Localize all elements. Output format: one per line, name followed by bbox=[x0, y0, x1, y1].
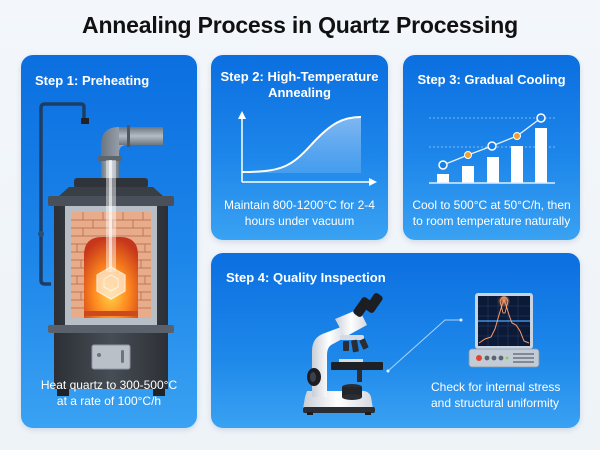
oscilloscope-monitor-icon bbox=[468, 293, 540, 368]
step-2-desc-line2: hours under vacuum bbox=[244, 214, 355, 228]
step-1-description: Heat quartz to 300-500°C at a rate of 10… bbox=[21, 377, 197, 409]
step-1-desc-line2: at a rate of 100°C/h bbox=[56, 394, 162, 408]
step-3-description: Cool to 500°C at 50°C/h, then to room te… bbox=[403, 197, 580, 229]
step-4-description: Check for internal stress and structural… bbox=[431, 379, 566, 411]
step-1-desc-line1: Heat quartz to 300-500°C bbox=[40, 378, 178, 392]
s-curve-chart-icon bbox=[238, 111, 377, 186]
step-2-title: Step 2: High-Temperature Annealing bbox=[211, 69, 388, 101]
furnace-icon bbox=[38, 102, 174, 396]
microscope-icon bbox=[303, 293, 383, 415]
step-3-desc-line2: to room temperature naturally bbox=[412, 214, 571, 228]
step-4-title: Step 4: Quality Inspection bbox=[226, 270, 386, 285]
step-2-desc-line1: Maintain 800-1200°C for 2-4 bbox=[224, 198, 375, 212]
step-1-title: Step 1: Preheating bbox=[35, 73, 150, 88]
step-4-desc-line1: Check for internal stress bbox=[431, 380, 561, 394]
step-3-title: Step 3: Gradual Cooling bbox=[417, 72, 566, 87]
step-1-card: Step 1: Preheating bbox=[21, 55, 197, 428]
step-2-description: Maintain 800-1200°C for 2-4 hours under … bbox=[211, 197, 388, 229]
step-2-title-line2: Annealing bbox=[268, 85, 331, 100]
step-3-desc-line1: Cool to 500°C at 50°C/h, then bbox=[412, 198, 571, 212]
step-4-desc-line2: and structural uniformity bbox=[431, 396, 560, 410]
page-title: Annealing Process in Quartz Processing bbox=[82, 12, 518, 38]
step-2-title-line1: Step 2: High-Temperature bbox=[220, 69, 379, 84]
step-2-card: Step 2: High-Temperature Annealing Maint… bbox=[211, 55, 388, 240]
bar-line-chart-icon bbox=[429, 113, 555, 184]
step-3-card: Step 3: Gradual Cooling Cool to 500°C at… bbox=[403, 55, 580, 240]
connector-line-icon bbox=[386, 318, 463, 373]
step-4-card: Step 4: Quality Inspection bbox=[211, 253, 580, 428]
